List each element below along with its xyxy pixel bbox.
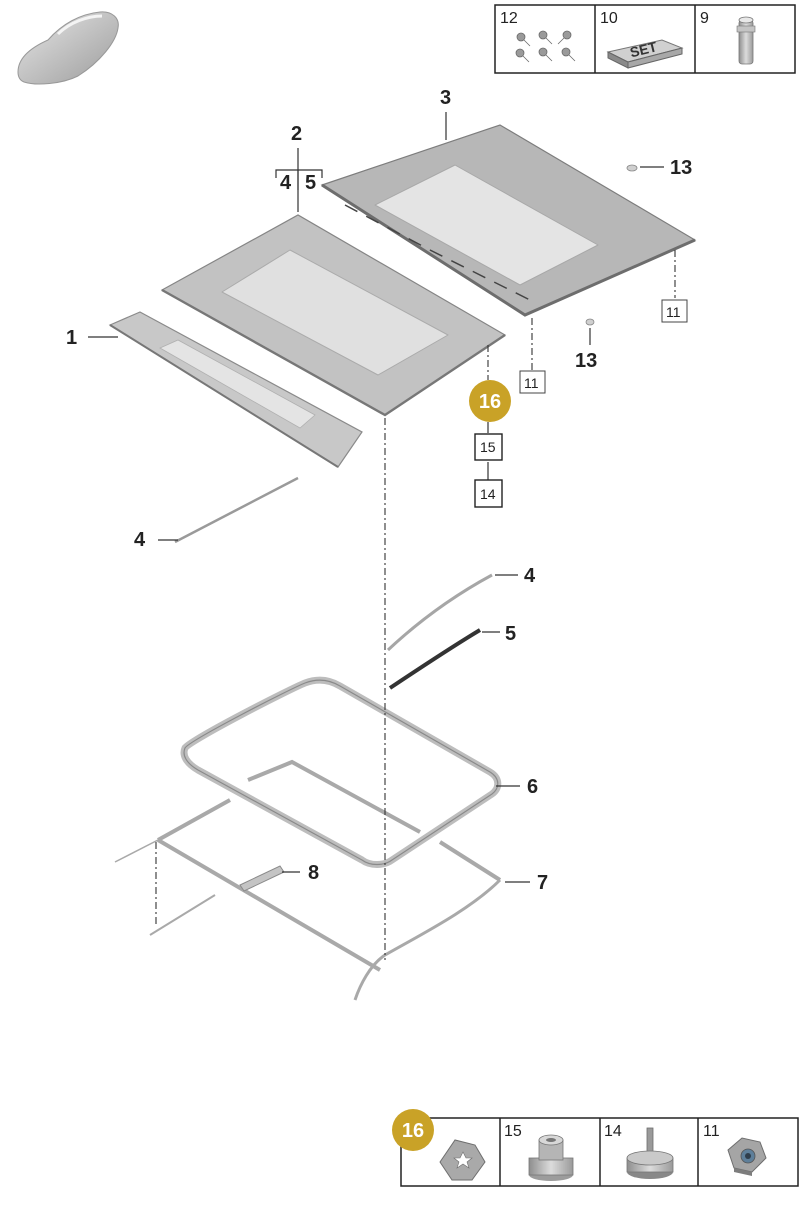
- seal-strip-part-4-left: [174, 476, 299, 544]
- clip-part-13-bottom: [585, 318, 595, 326]
- callout-4-right: 4: [524, 565, 536, 587]
- bottom-badge-16: [392, 1109, 434, 1151]
- top-parts-table: 12 10 9 SET: [494, 4, 796, 74]
- callout-13-top: 13: [670, 157, 692, 179]
- callout-5: 5: [505, 623, 516, 645]
- set-block-icon: SET: [606, 38, 684, 69]
- badge-16: [469, 380, 511, 422]
- seal-strip-part-5: [388, 628, 482, 690]
- bottom-cell-number-11: 11: [703, 1123, 720, 1140]
- badge-16-label: 16: [479, 391, 501, 413]
- roof-panel-part-3: [320, 124, 697, 317]
- bottom-cell-number-14: 14: [604, 1123, 622, 1140]
- callout-8: 8: [308, 862, 319, 884]
- body-frame-part-7: [114, 759, 502, 1001]
- top-cell-number-12: 12: [500, 10, 518, 27]
- top-cell-number-9: 9: [700, 10, 709, 27]
- bottom-parts-table: 16 15 14 11: [392, 1109, 799, 1187]
- roof-frame-part-2: [160, 214, 507, 417]
- seal-ring-part-6: [180, 676, 502, 868]
- callout-7: 7: [537, 872, 548, 894]
- callout-1: 1: [66, 327, 77, 349]
- callout-6: 6: [527, 776, 538, 798]
- hex-nut-icon: [727, 1137, 767, 1176]
- seal-strip-part-4-right: [386, 573, 493, 652]
- callout-15: 15: [480, 439, 496, 455]
- callout-2: 2: [291, 123, 302, 145]
- callout-14: 14: [480, 486, 496, 502]
- callout-4-left: 4: [134, 529, 146, 551]
- callout-11-left: 11: [524, 375, 539, 391]
- callout-13-bottom: 13: [575, 350, 597, 372]
- star-washer-icon: [439, 1139, 486, 1181]
- bottom-cell-number-15: 15: [504, 1123, 522, 1140]
- top-cell-number-10: 10: [600, 10, 618, 27]
- screws-icon: [515, 30, 576, 63]
- car-thumbnail-icon: [17, 11, 119, 85]
- front-trim-part-1: [108, 311, 363, 468]
- trim-piece-part-8: [239, 865, 285, 892]
- gear-stud-icon: [626, 1127, 674, 1179]
- callout-11-right: 11: [666, 304, 681, 320]
- set-block-label: SET: [628, 38, 659, 60]
- bottom-badge-16-label: 16: [402, 1120, 424, 1142]
- callout-2-sub-4: 4: [280, 172, 292, 194]
- pin-icon: [736, 16, 756, 65]
- callout-2-sub-5: 5: [305, 172, 316, 194]
- knurled-clip-icon: [528, 1134, 574, 1181]
- callout-3: 3: [440, 87, 451, 109]
- clip-part-13-top: [626, 164, 638, 172]
